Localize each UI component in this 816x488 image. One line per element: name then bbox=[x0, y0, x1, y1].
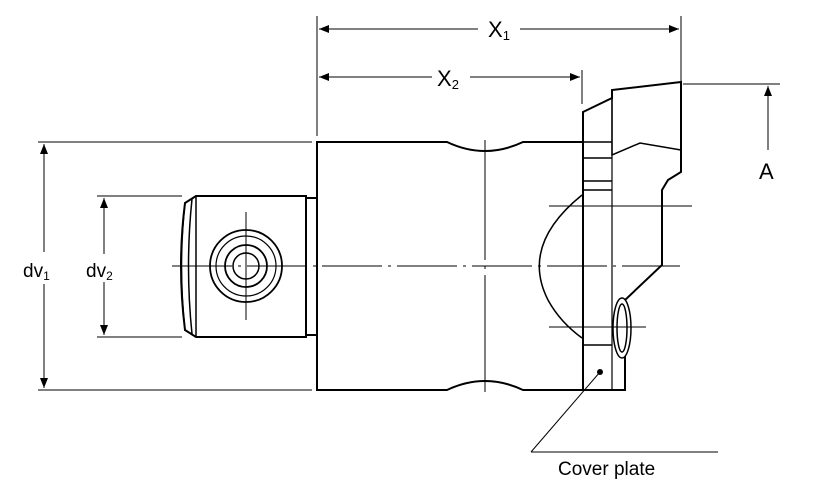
x2-label: X2 bbox=[437, 66, 459, 92]
cover-plate-leader bbox=[530, 371, 718, 453]
dimension-a bbox=[683, 83, 780, 150]
dimension-dv2 bbox=[97, 195, 182, 338]
slide-outline bbox=[582, 80, 682, 391]
dimension-dv1 bbox=[38, 141, 312, 391]
leader-diagonal bbox=[530, 371, 601, 453]
x1-label: X1 bbox=[488, 17, 510, 43]
adjustment-screw-outer bbox=[612, 297, 632, 359]
dv1-label: dv1 bbox=[23, 261, 50, 283]
a-label: A bbox=[759, 159, 774, 184]
cutting-head bbox=[582, 80, 682, 391]
adjustment-screw bbox=[612, 297, 632, 359]
cover-plate-label: Cover plate bbox=[558, 459, 655, 480]
cap-arc bbox=[538, 194, 583, 339]
dv2-label: dv2 bbox=[86, 261, 113, 283]
dimension-x1 bbox=[316, 16, 682, 136]
center-lines bbox=[172, 140, 692, 392]
spherical-face-arc bbox=[538, 194, 583, 339]
dimension-x2 bbox=[319, 70, 583, 104]
adjustment-screw-inner bbox=[616, 303, 628, 353]
